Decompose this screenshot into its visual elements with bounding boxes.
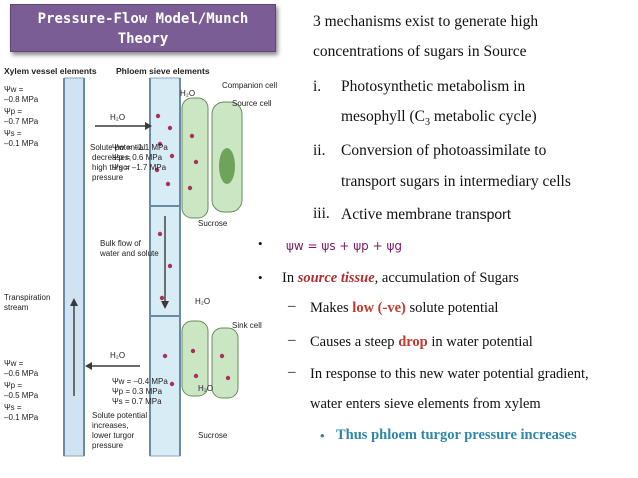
xylem-header: Xylem vessel elements [4,66,97,76]
sink-cell [211,327,239,399]
top-xylem-2: Ψp = [4,107,22,116]
dash-2: – [288,332,296,348]
bottom-desc-0: Solute potential [92,411,147,420]
intro-line2: concentrations of sugars in Source [313,43,527,60]
item-ii-line2: transport sugars in intermediary cells [341,173,571,190]
top-phloem-1: Ψp = 0.6 MPa [112,153,163,162]
h2o-label-bottom: H₂O [198,384,213,393]
conclusion-text: Thus phloem turgor pressure increases [336,427,577,443]
companion-cell-bottom [181,320,209,397]
top-xylem-5: –0.1 MPa [4,139,39,148]
top-phloem-2: Ψs = –1.7 MPa [112,163,167,172]
source-tissue-line: In source tissue, accumulation of Sugars [282,270,519,286]
top-xylem-1: –0.8 MPa [4,95,39,104]
phloem-header: Phloem sieve elements [116,66,210,76]
bottom-xylem-4: Ψs = [4,403,22,412]
intro-line1: 3 mechanisms exist to generate high [313,13,539,30]
slide-title-line1: Pressure-Flow Model/Munch [37,11,249,27]
top-xylem-3: –0.7 MPa [4,117,39,126]
item-iii-line1: Active membrane transport [341,206,511,223]
top-desc-3: pressure [92,173,124,182]
slide-title-box: Pressure-Flow Model/Munch Theory [10,4,276,52]
item-i-line2: mesophyll (C3 metabolic cycle) [341,108,537,129]
bottom-desc-2: lower turgor [92,431,135,440]
bulk-flow-1: water and solute [99,249,159,258]
sucrose-label-top: Sucrose [198,219,228,228]
source-cell-label: Source cell [232,99,272,108]
water-potential-equation: ψw = ψs + ψp + ψg [286,239,403,253]
bulk-flow-0: Bulk flow of [100,239,142,248]
transpiration-0: Transpiration [4,293,50,302]
sub-point-3-line1: In response to this new water potential … [310,366,589,382]
bottom-xylem-2: Ψp = [4,381,22,390]
top-xylem-4: Ψs = [4,129,22,138]
item-i-line1: Photosynthetic metabolism in [341,78,526,95]
bullet-conclusion: • [320,428,325,443]
bottom-xylem-5: –0.1 MPa [4,413,39,422]
bottom-xylem-1: –0.6 MPa [4,369,39,378]
top-desc-2: high turgor [92,163,131,172]
sub-point-3-line2: water enters sieve elements from xylem [310,396,541,412]
pressure-flow-diagram: Xylem vessel elements Phloem sieve eleme… [4,66,277,457]
item-ii-line1: Conversion of photoassimilate to [341,142,547,159]
h2o-label-sink: H₂O [195,297,210,306]
item-iii-num: iii. [313,205,330,222]
dash-1: – [288,298,296,314]
slide-title-line2: Theory [117,31,169,47]
sink-cell-label: Sink cell [232,321,262,330]
bottom-xylem-3: –0.5 MPa [4,391,39,400]
h2o-label-top-left: H₂O [110,113,125,122]
companion-cell-label: Companion cell [222,81,277,90]
item-i-num: i. [313,78,322,95]
bottom-desc-1: increases, [92,421,128,430]
xylem-vessel [63,77,85,457]
bottom-phloem-1: Ψp = 0.3 MPa [112,387,163,396]
h2o-label-top: H₂O [180,89,195,98]
top-phloem-0: Ψw = –1.1 MPa [112,143,168,152]
sub-point-2: Causes a steep drop in water potential [310,334,533,350]
bullet-equation: • [258,236,263,251]
sucrose-dots [154,113,231,387]
top-desc-1: decreases, [92,153,131,162]
bottom-desc-3: pressure [92,441,124,450]
companion-cell-top [181,97,209,219]
sub-point-1: Makes low (-ve) solute potential [310,300,499,316]
bottom-xylem-0: Ψw = [4,359,24,368]
dash-3: – [288,364,296,380]
sucrose-label-bottom: Sucrose [198,431,228,440]
top-xylem-0: Ψw = [4,85,24,94]
bottom-phloem-2: Ψs = 0.7 MPa [112,397,162,406]
bullet-source: • [258,270,263,285]
bottom-phloem-0: Ψw = –0.4 MPa [112,377,168,386]
chloroplast [219,148,235,184]
transpiration-1: stream [4,303,29,312]
top-desc-0: Solute potential [90,143,145,152]
item-ii-num: ii. [313,142,326,159]
h2o-label-bottom-left: H₂O [110,351,125,360]
